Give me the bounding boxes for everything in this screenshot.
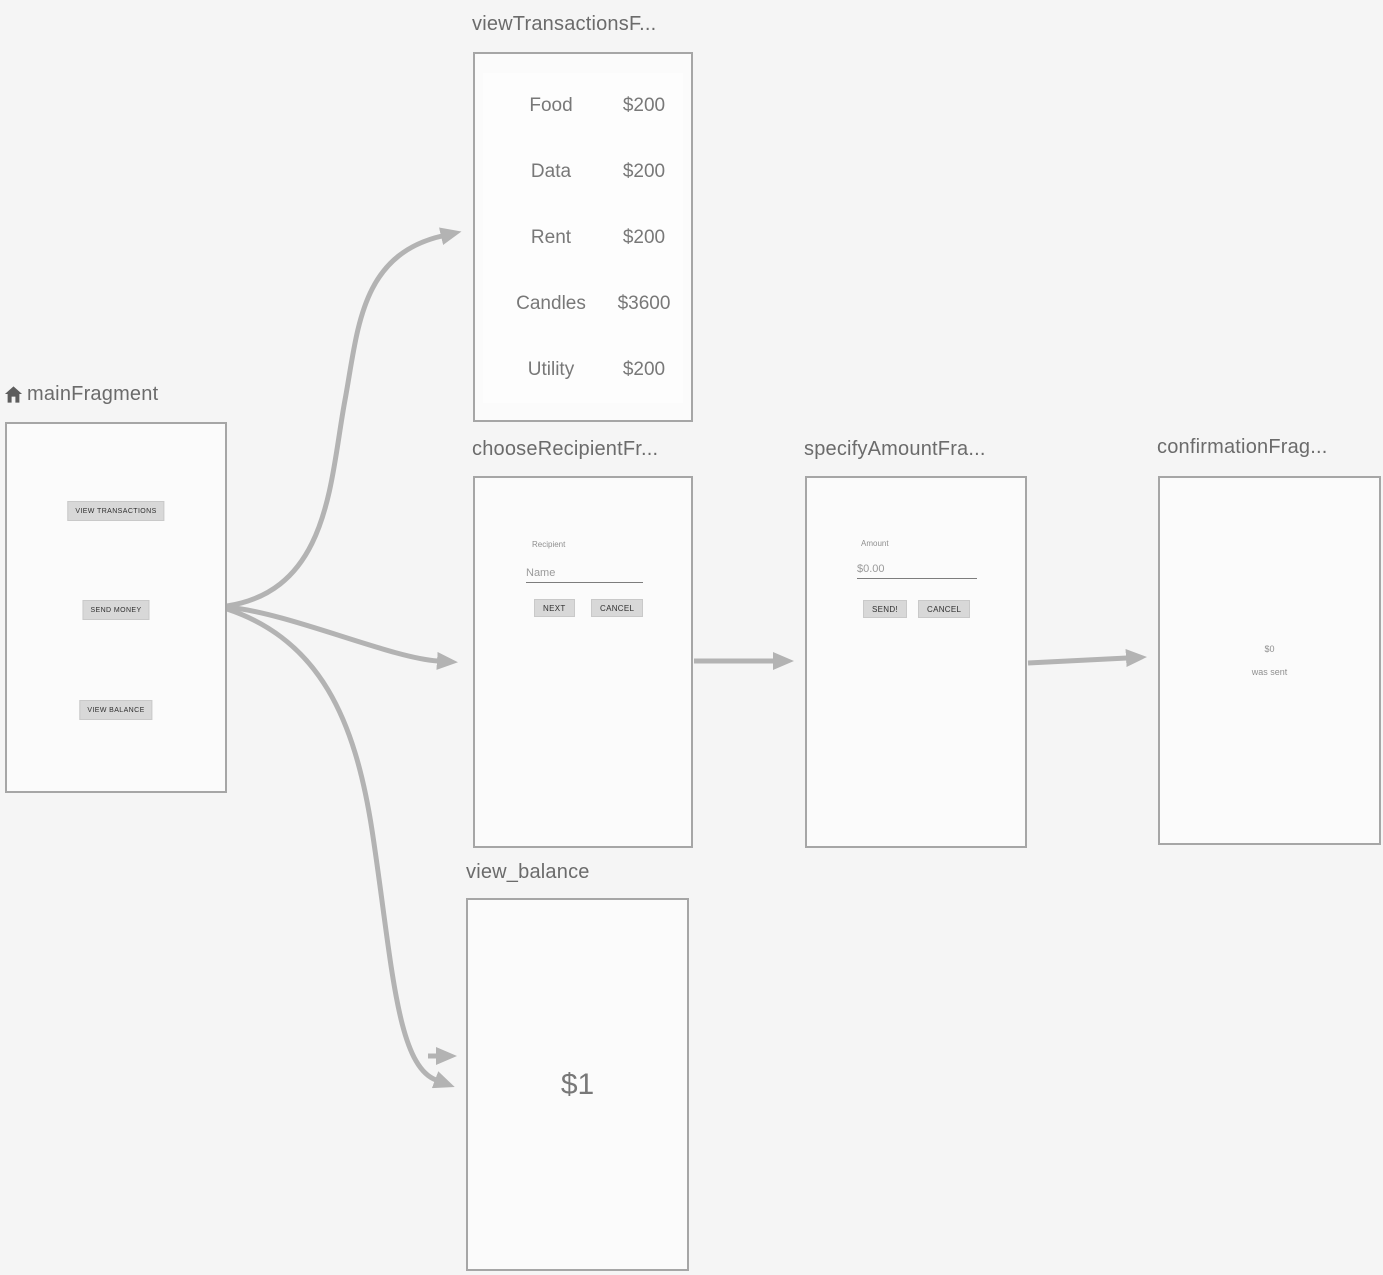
- transaction-row: Utility $200: [483, 337, 683, 403]
- action-specify-amount-to-confirmation[interactable]: [1027, 649, 1147, 668]
- home-icon: [4, 385, 23, 404]
- transaction-row: Candles $3600: [483, 271, 683, 337]
- recipient-input-underline: [526, 582, 643, 583]
- balance-amount-text: $1: [560, 1068, 595, 1101]
- amount-field-label: Amount: [861, 539, 889, 548]
- fragment-title-specify-amount: specifyAmountFra...: [804, 438, 986, 460]
- send-button[interactable]: SEND!: [863, 600, 907, 618]
- fragment-title-confirmation: confirmationFrag...: [1157, 436, 1328, 458]
- transaction-row: Data $200: [483, 139, 683, 205]
- fragment-panel-specify-amount[interactable]: Amount $0.00 SEND! CANCEL: [805, 476, 1027, 848]
- transactions-list: Food $200 Data $200 Rent $200 Candles $3…: [475, 54, 691, 403]
- transaction-label: Data: [530, 161, 572, 182]
- recipient-name-input[interactable]: Name: [526, 567, 556, 579]
- transaction-label: Candles: [516, 293, 586, 314]
- transaction-amount: $3600: [617, 293, 671, 314]
- fragment-title-view-transactions: viewTransactionsF...: [472, 13, 657, 35]
- fragment-title-main: mainFragment: [4, 383, 158, 406]
- transaction-amount: $200: [622, 95, 666, 116]
- send-money-button[interactable]: SEND MONEY: [82, 600, 150, 620]
- fragment-panel-choose-recipient[interactable]: Recipient Name NEXT CANCEL: [473, 476, 693, 848]
- fragment-panel-main[interactable]: VIEW TRANSACTIONS SEND MONEY VIEW BALANC…: [5, 422, 227, 793]
- fragment-title-view-balance: view_balance: [466, 861, 590, 883]
- fragment-title-choose-recipient: chooseRecipientFr...: [472, 438, 659, 460]
- amount-input-underline: [857, 578, 977, 579]
- amount-input[interactable]: $0.00: [857, 563, 885, 575]
- transaction-row: Rent $200: [483, 205, 683, 271]
- action-main-to-view-transactions[interactable]: [226, 227, 462, 609]
- transaction-amount: $200: [622, 359, 666, 380]
- cancel-button[interactable]: CANCEL: [591, 599, 644, 617]
- next-button[interactable]: NEXT: [534, 599, 575, 617]
- view-transactions-button[interactable]: VIEW TRANSACTIONS: [67, 501, 165, 521]
- transaction-amount: $200: [622, 161, 666, 182]
- fragment-title-main-label: mainFragment: [27, 383, 159, 405]
- fragment-panel-confirmation[interactable]: $0 was sent: [1158, 476, 1381, 845]
- action-main-to-view-balance[interactable]: [226, 606, 455, 1089]
- transaction-label: Rent: [530, 227, 572, 248]
- transaction-label: Food: [529, 95, 573, 116]
- cancel-button[interactable]: CANCEL: [918, 600, 971, 618]
- view-balance-button[interactable]: VIEW BALANCE: [79, 700, 153, 720]
- action-main-to-choose-recipient[interactable]: [226, 604, 458, 670]
- fragment-panel-view-transactions[interactable]: Food $200 Data $200 Rent $200 Candles $3…: [473, 52, 693, 422]
- transaction-label: Utility: [527, 359, 575, 380]
- transaction-amount: $200: [622, 227, 666, 248]
- fragment-panel-view-balance[interactable]: $1: [466, 898, 689, 1271]
- transaction-row: Food $200: [483, 73, 683, 139]
- confirmation-amount-text: $0: [1264, 644, 1275, 654]
- confirmation-message-text: was sent: [1251, 667, 1288, 677]
- recipient-field-label: Recipient: [532, 540, 566, 549]
